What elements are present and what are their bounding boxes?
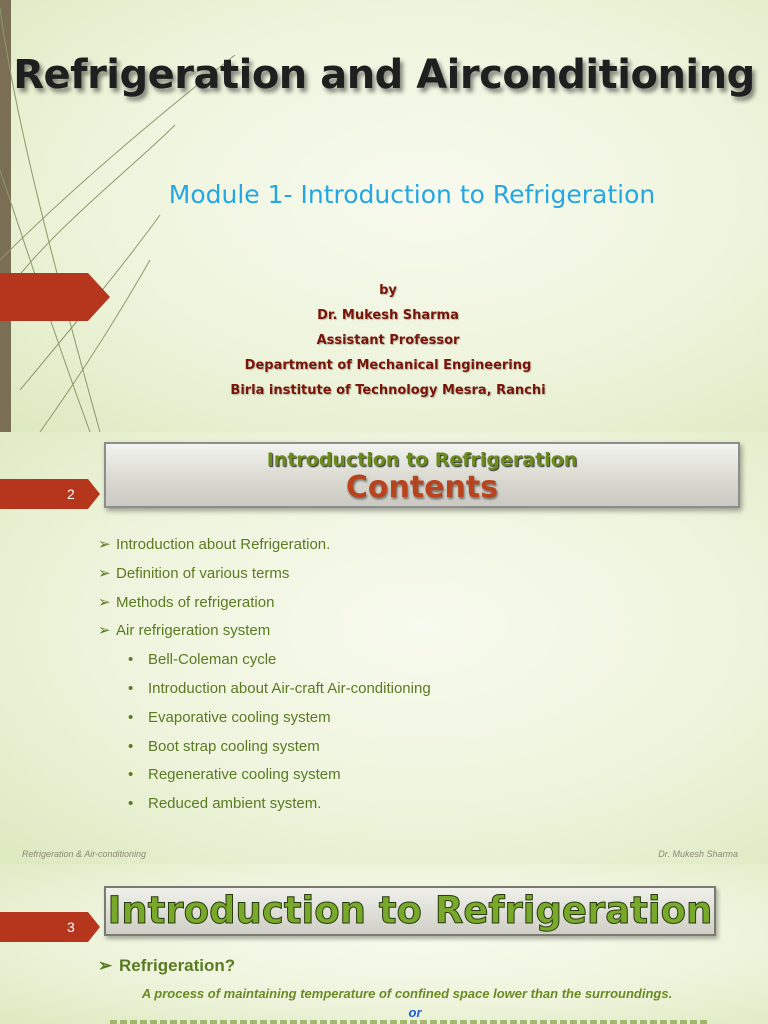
contents-heading: Contents xyxy=(345,470,499,505)
contents-list: ➢Introduction about Refrigeration. ➢Defi… xyxy=(98,535,431,823)
sub-list-item: •Regenerative cooling system xyxy=(128,766,341,784)
question-heading: ➢Refrigeration? xyxy=(98,956,236,975)
intro-slide: 3 Introduction to Refrigeration ➢Refrige… xyxy=(0,864,768,1024)
definition-text: A process of maintaining temperature of … xyxy=(141,986,673,1001)
title-slide: Refrigeration and Airconditioning Module… xyxy=(0,0,768,432)
dot-bullet-icon: • xyxy=(128,795,134,813)
left-accent-bar xyxy=(0,0,11,432)
contents-slide: 2 Introduction to Refrigeration Contents… xyxy=(0,432,768,864)
dot-bullet-icon: • xyxy=(128,651,134,669)
or-label: or xyxy=(408,1005,422,1020)
sub-list-item: •Introduction about Air-craft Air-condit… xyxy=(128,679,431,697)
cut-off-text-line xyxy=(110,1020,710,1024)
arrow-bullet-icon: ➢ xyxy=(98,593,111,611)
list-item: ➢Methods of refrigeration xyxy=(98,593,275,611)
header-small-title: Introduction to Refrigeration xyxy=(266,449,578,471)
sub-list-item: •Bell-Coleman cycle xyxy=(128,651,277,669)
author-institute: Birla institute of Technology Mesra, Ran… xyxy=(230,383,546,398)
author-block: by Dr. Mukesh Sharma Assistant Professor… xyxy=(0,278,768,403)
author-position: Assistant Professor xyxy=(316,333,460,348)
arrow-bullet-icon: ➢ xyxy=(98,536,111,553)
dot-bullet-icon: • xyxy=(128,737,134,755)
arrow-bullet-icon: ➢ xyxy=(98,564,111,582)
slide-number-badge: 3 xyxy=(0,912,100,942)
sub-list-item: •Reduced ambient system. xyxy=(128,795,322,813)
author-name: Dr. Mukesh Sharma xyxy=(317,308,459,323)
presentation-title: Refrigeration and Airconditioning xyxy=(13,52,755,98)
slide-number-badge: 2 xyxy=(0,479,100,509)
arrow-bullet-icon: ➢ xyxy=(98,622,111,640)
footer-course: Refrigeration & Air-conditioning xyxy=(22,849,147,859)
author-department: Department of Mechanical Engineering xyxy=(244,358,532,373)
list-item: ➢Introduction about Refrigeration. xyxy=(98,536,331,553)
intro-title: Introduction to Refrigeration xyxy=(104,886,716,936)
decorative-curves xyxy=(0,7,236,432)
sub-list-item: •Boot strap cooling system xyxy=(128,737,320,755)
by-label: by xyxy=(379,283,397,298)
footer-author: Dr. Mukesh Sharma xyxy=(658,849,738,859)
sub-list-item: •Evaporative cooling system xyxy=(128,708,331,726)
list-item: ➢Definition of various terms xyxy=(98,564,290,582)
module-subtitle: Module 1- Introduction to Refrigeration xyxy=(168,180,656,209)
dot-bullet-icon: • xyxy=(128,679,134,697)
list-item: ➢Air refrigeration system xyxy=(98,622,271,640)
arrow-bullet-icon: ➢ xyxy=(98,956,113,975)
red-arrow-tab xyxy=(0,273,110,321)
contents-header-box: Introduction to Refrigeration Contents xyxy=(104,442,740,508)
dot-bullet-icon: • xyxy=(128,708,134,726)
dot-bullet-icon: • xyxy=(128,766,134,784)
